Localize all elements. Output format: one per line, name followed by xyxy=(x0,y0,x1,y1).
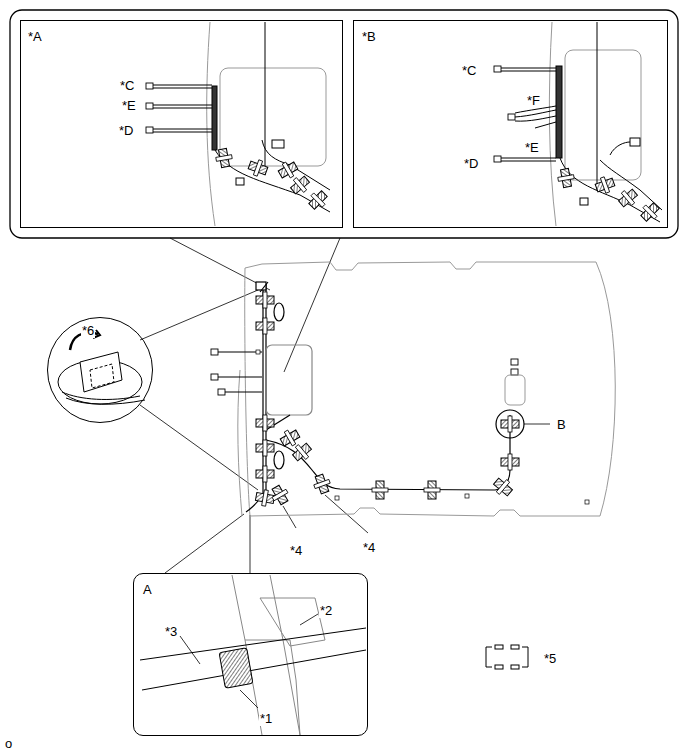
callout-label: *C xyxy=(119,78,135,93)
callout-label: A xyxy=(142,582,153,597)
callout-label: *F xyxy=(526,93,541,108)
callout-label: *3 xyxy=(164,624,178,639)
detail-circle: *6 xyxy=(47,317,153,423)
callout-label: *1 xyxy=(259,711,273,726)
callout-number: *5 xyxy=(543,651,557,666)
callout-label: *2 xyxy=(319,603,333,618)
callout-number: o xyxy=(4,736,13,751)
callout-label: *A xyxy=(27,29,43,44)
callout-number: B xyxy=(556,417,567,432)
callout-label: *C xyxy=(461,63,477,78)
callout-label: *E xyxy=(121,98,137,113)
detail-inset: A *2 *3 *1 xyxy=(133,573,368,736)
callout-number: *4 xyxy=(289,543,303,558)
callout-number: *4 xyxy=(362,540,376,555)
detail-inset: *B *C *F *E *D xyxy=(353,20,668,228)
callout-label: *D xyxy=(463,156,479,171)
callout-label: *E xyxy=(524,140,540,155)
detail-inset: *A *C *E *D xyxy=(20,20,343,228)
callout-label: *D xyxy=(118,123,134,138)
callout-label: *B xyxy=(361,29,377,44)
callout-label: *6 xyxy=(81,323,95,338)
